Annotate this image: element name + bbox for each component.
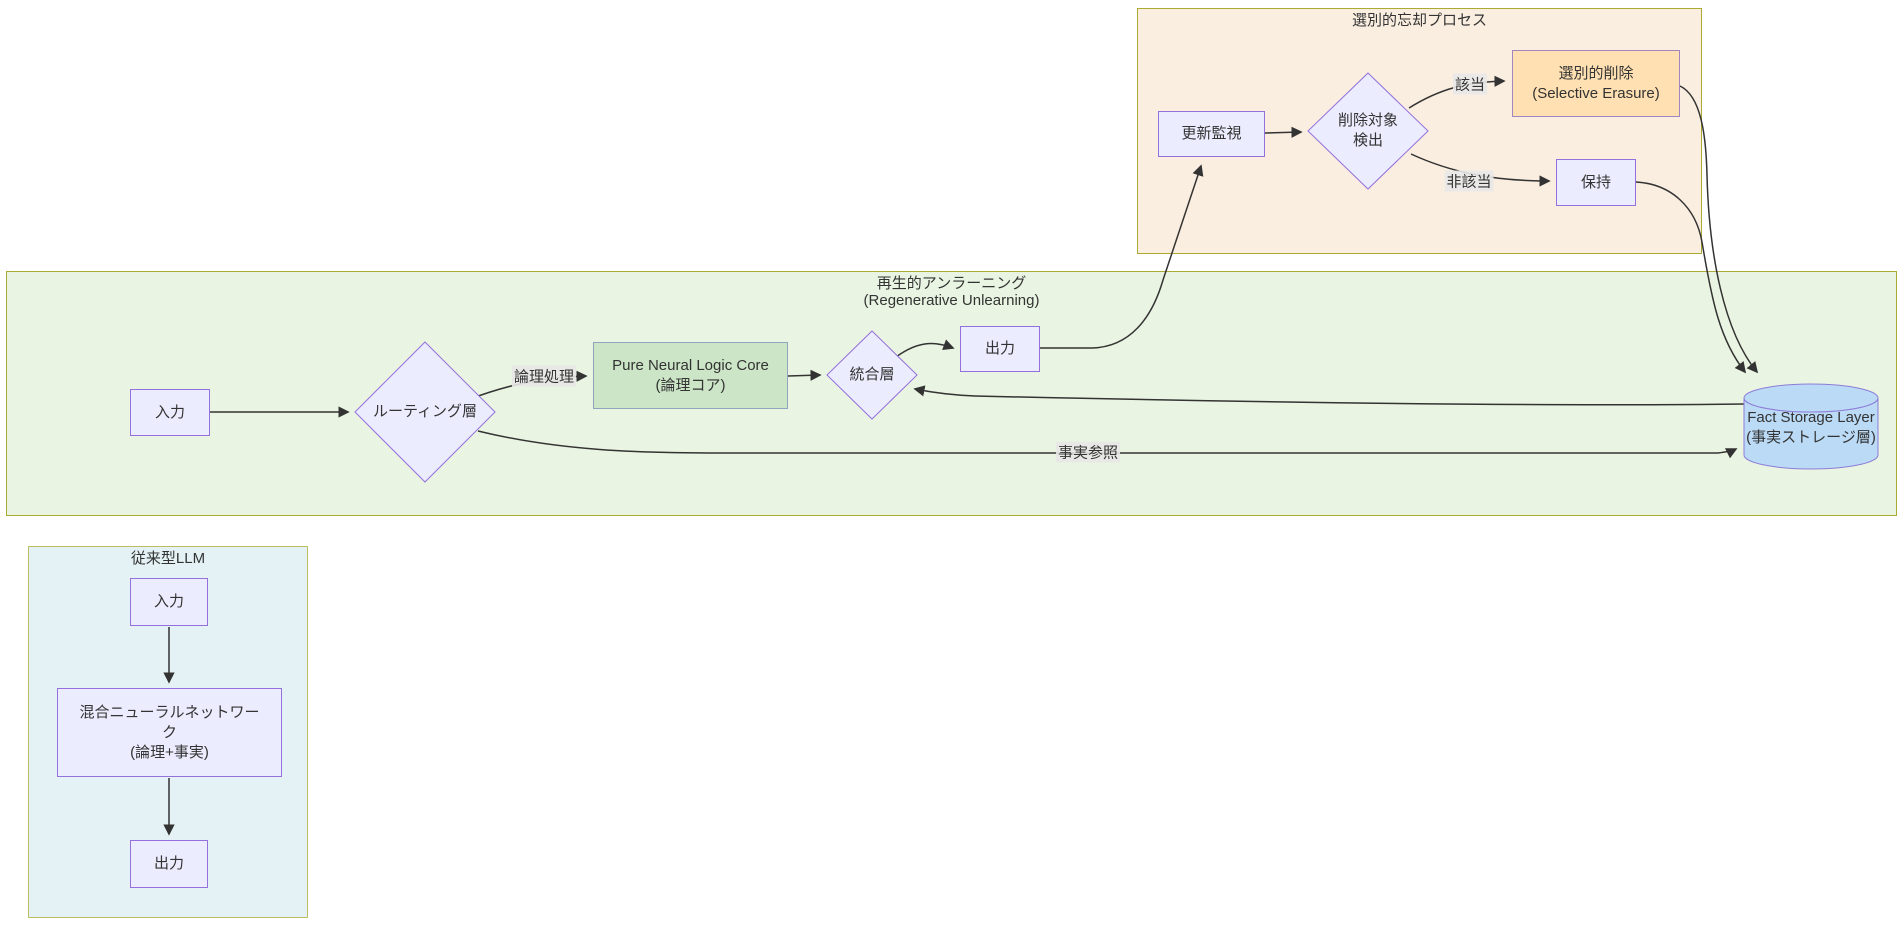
node-keep: 保持	[1556, 159, 1636, 206]
detect-diamond-shape	[1307, 72, 1429, 190]
edge-monitor-to-detect	[1264, 126, 1303, 138]
subgraph-regen-title: 再生的アンラーニング (Regenerative Unlearning)	[863, 275, 1040, 309]
node-regen-output: 出力	[960, 326, 1040, 372]
node-update-monitor: 更新監視	[1158, 111, 1265, 157]
integration-diamond-shape	[826, 330, 918, 420]
subgraph-regenerative-unlearning: 再生的アンラーニング (Regenerative Unlearning)	[6, 271, 1897, 516]
node-pure-neural-logic-core: Pure Neural Logic Core (論理コア)	[593, 342, 788, 409]
node-mixed-neural-network: 混合ニューラルネットワー ク (論理+事実)	[57, 688, 282, 777]
node-legacy-input: 入力	[130, 578, 208, 626]
node-selective-erasure: 選別的削除 (Selective Erasure)	[1512, 50, 1680, 117]
node-legacy-output: 出力	[130, 840, 208, 888]
edge-label-match: 該当	[1452, 73, 1488, 95]
edge-integration-to-output	[895, 339, 955, 358]
routing-diamond-shape	[354, 341, 496, 483]
edge-output-to-monitor	[1040, 164, 1204, 349]
edge-label-no-match: 非該当	[1444, 170, 1494, 192]
subgraph-legacy-title: 従来型LLM	[130, 550, 206, 567]
fact-storage-cylinder-top	[1743, 383, 1879, 413]
edge-erasure-to-storage	[1679, 85, 1759, 374]
node-regen-input: 入力	[130, 389, 210, 436]
edge-label-fact-reference: 事実参照	[1055, 441, 1121, 463]
edge-keep-to-storage	[1635, 181, 1747, 374]
edge-storage-to-integration	[913, 385, 1745, 406]
edge-core-to-integration	[787, 369, 822, 381]
edge-routing-to-storage	[477, 430, 1738, 459]
edge-label-logic-process: 論理処理	[511, 365, 577, 387]
subgraph-selective-title: 選別的忘却プロセス	[1351, 12, 1487, 29]
